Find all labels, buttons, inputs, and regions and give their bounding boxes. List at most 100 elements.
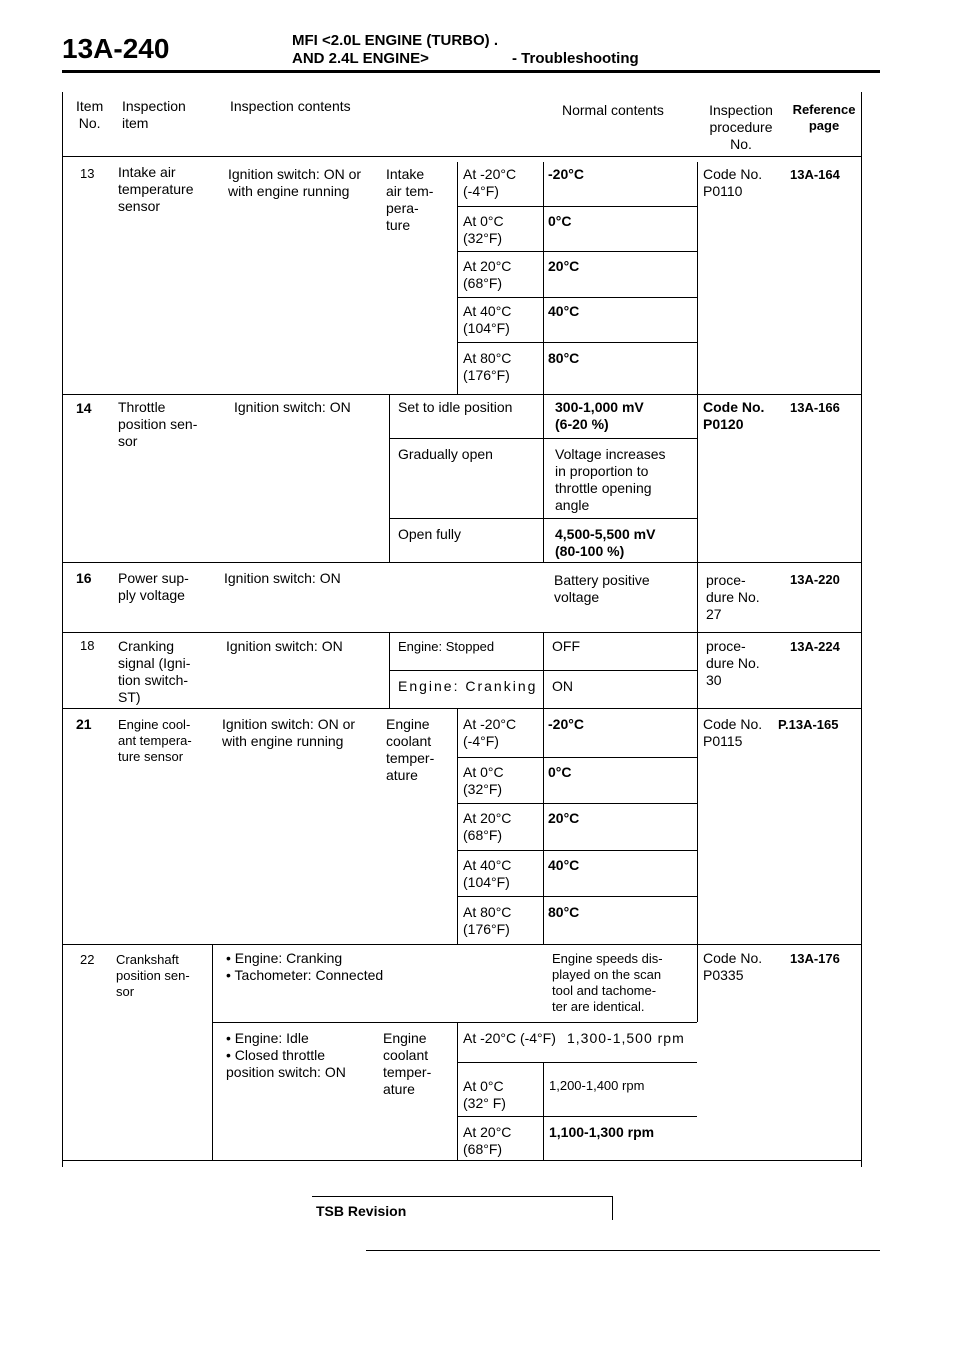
- section-title: MFI <2.0L ENGINE (TURBO) .: [292, 32, 498, 49]
- row-14-no: 14: [76, 400, 92, 416]
- revision-box-right: [612, 1196, 613, 1220]
- row-21-value-divider: [543, 708, 544, 944]
- row-22-procedure-divider: [697, 944, 698, 1022]
- row-14-procedure-divider: [697, 394, 698, 562]
- row-18-check-2-label: Engine: Cranking: [398, 678, 538, 694]
- row-22-check-1-label: At -20°C (-4°F): [463, 1030, 556, 1046]
- row-13-bottom: [62, 394, 861, 395]
- row-13-check-3-label: At 20°C (68°F): [463, 258, 512, 291]
- row-21-check-2-value: 0°C: [548, 764, 572, 780]
- row-14-bottom: [62, 562, 861, 563]
- row-14-check-3-label: Open fully: [398, 526, 462, 542]
- row-22-divider-1: [457, 1062, 697, 1063]
- row-14-check-1-label: Set to idle position: [398, 399, 513, 415]
- row-13-check-2-value: 0°C: [548, 213, 572, 229]
- row-14-label-divider: [389, 394, 390, 562]
- header-rule: [62, 70, 880, 73]
- row-16-bottom: [62, 632, 861, 633]
- row-13-check-2-label: At 0°C (32°F): [463, 213, 504, 246]
- row-14-item: Throttle position sen- sor: [118, 399, 198, 449]
- row-13-check-1-label: At -20°C (-4°F): [463, 166, 517, 199]
- row-13-item: Intake air temperature sensor: [118, 164, 194, 214]
- row-14-value-divider: [543, 394, 544, 562]
- table-border-left: [62, 92, 63, 1167]
- row-13-divider-2: [457, 251, 697, 252]
- row-22-check-3-label: At 20°C (68°F): [463, 1124, 512, 1157]
- row-22-condition-2: • Engine: Idle • Closed throttle positio…: [226, 1030, 346, 1080]
- row-16-page: 13A-220: [790, 572, 840, 587]
- col-header-inspection-item: Inspection item: [122, 98, 186, 131]
- row-13-procedure-divider: [697, 162, 698, 394]
- row-21-divider-1: [457, 757, 697, 758]
- table-border-bottom: [62, 1160, 861, 1161]
- row-14-check-2-label: Gradually open: [398, 446, 493, 462]
- row-18-condition: Ignition switch: ON: [226, 638, 343, 654]
- row-21-bottom: [62, 944, 861, 945]
- row-18-no: 18: [80, 638, 95, 653]
- row-18-bottom: [62, 708, 861, 709]
- row-13-procedure: Code No. P0110: [703, 166, 763, 199]
- row-13-value-divider: [543, 162, 544, 394]
- row-13-check-5-value: 80°C: [548, 350, 580, 366]
- row-14-divider-1: [389, 438, 697, 439]
- row-22-value-1: Engine speeds dis- played on the scan to…: [552, 951, 663, 1014]
- row-13-subject: Intake air tem- pera- ture: [386, 166, 434, 233]
- row-22-check-2-value: 1,200-1,400 rpm: [549, 1078, 645, 1093]
- col-header-reference-page: Reference page: [792, 102, 856, 133]
- row-13-check-5-label: At 80°C (176°F): [463, 350, 512, 383]
- row-13-no: 13: [80, 166, 95, 181]
- col-header-inspection-contents: Inspection contents: [230, 98, 351, 114]
- row-13-condition: Ignition switch: ON or with engine runni…: [228, 166, 362, 199]
- row-18-procedure: proce- dure No. 30: [706, 638, 760, 688]
- row-13-divider-4: [457, 342, 697, 343]
- row-13-check-3-value: 20°C: [548, 258, 580, 274]
- row-14-procedure: Code No. P0120: [703, 399, 765, 432]
- revision-box-top: [312, 1196, 612, 1197]
- row-21-check-2-label: At 0°C (32°F): [463, 764, 504, 797]
- table-border-right: [861, 92, 862, 1167]
- row-21-subject: Engine coolant temper- ature: [386, 716, 435, 783]
- row-22-value-divider: [543, 1062, 544, 1160]
- row-14-check-1-value: 300-1,000 mV (6-20 %): [555, 399, 644, 432]
- row-21-procedure-divider: [697, 708, 698, 944]
- row-21-subject-divider: [457, 708, 458, 944]
- row-13-divider-3: [457, 297, 697, 298]
- revision-label: TSB Revision: [316, 1203, 407, 1219]
- row-13-divider-1: [457, 206, 697, 207]
- row-18-page: 13A-224: [790, 639, 840, 654]
- row-21-check-4-value: 40°C: [548, 857, 580, 873]
- row-21-check-1-value: -20°C: [548, 716, 584, 732]
- col-header-normal-contents: Normal contents: [562, 102, 664, 118]
- row-18-procedure-divider: [697, 632, 698, 708]
- row-22-no: 22: [80, 952, 95, 967]
- row-13-check-4-value: 40°C: [548, 303, 580, 319]
- row-22-page: 13A-176: [790, 951, 840, 966]
- row-21-divider-2: [457, 803, 697, 804]
- row-13-check-1-value: -20°C: [548, 166, 584, 182]
- row-22-divider-2: [457, 1116, 697, 1117]
- row-22-divider-main: [212, 1022, 697, 1023]
- row-14-page: 13A-166: [790, 400, 840, 415]
- row-21-check-4-label: At 40°C (104°F): [463, 857, 512, 890]
- row-21-no: 21: [76, 716, 92, 732]
- row-16-procedure-divider: [697, 562, 698, 632]
- row-21-condition: Ignition switch: ON or with engine runni…: [222, 716, 356, 749]
- row-22-subject-divider: [457, 1022, 458, 1160]
- row-14-divider-2: [389, 518, 697, 519]
- row-16-no: 16: [76, 570, 92, 586]
- row-18-divider-1: [389, 670, 697, 671]
- row-21-page: P.13A-165: [778, 717, 839, 732]
- row-22-check-1-value: 1,300-1,500 rpm: [567, 1030, 685, 1046]
- row-18-check-1-value: OFF: [552, 638, 580, 654]
- row-21-item: Engine cool- ant tempera- ture sensor: [118, 717, 192, 764]
- row-16-procedure: proce- dure No. 27: [706, 572, 760, 622]
- row-14-check-3-value: 4,500-5,500 mV (80-100 %): [555, 526, 656, 559]
- row-21-check-3-label: At 20°C (68°F): [463, 810, 512, 843]
- row-21-check-1-label: At -20°C (-4°F): [463, 716, 517, 749]
- col-header-inspection-procedure: Inspection procedure No.: [709, 102, 773, 152]
- row-16-condition: Ignition switch: ON: [224, 570, 341, 586]
- row-13-subject-divider: [457, 162, 458, 394]
- row-16-item: Power sup- ply voltage: [118, 570, 189, 603]
- row-21-procedure: Code No. P0115: [703, 716, 763, 749]
- row-22-condition-divider: [212, 944, 213, 1160]
